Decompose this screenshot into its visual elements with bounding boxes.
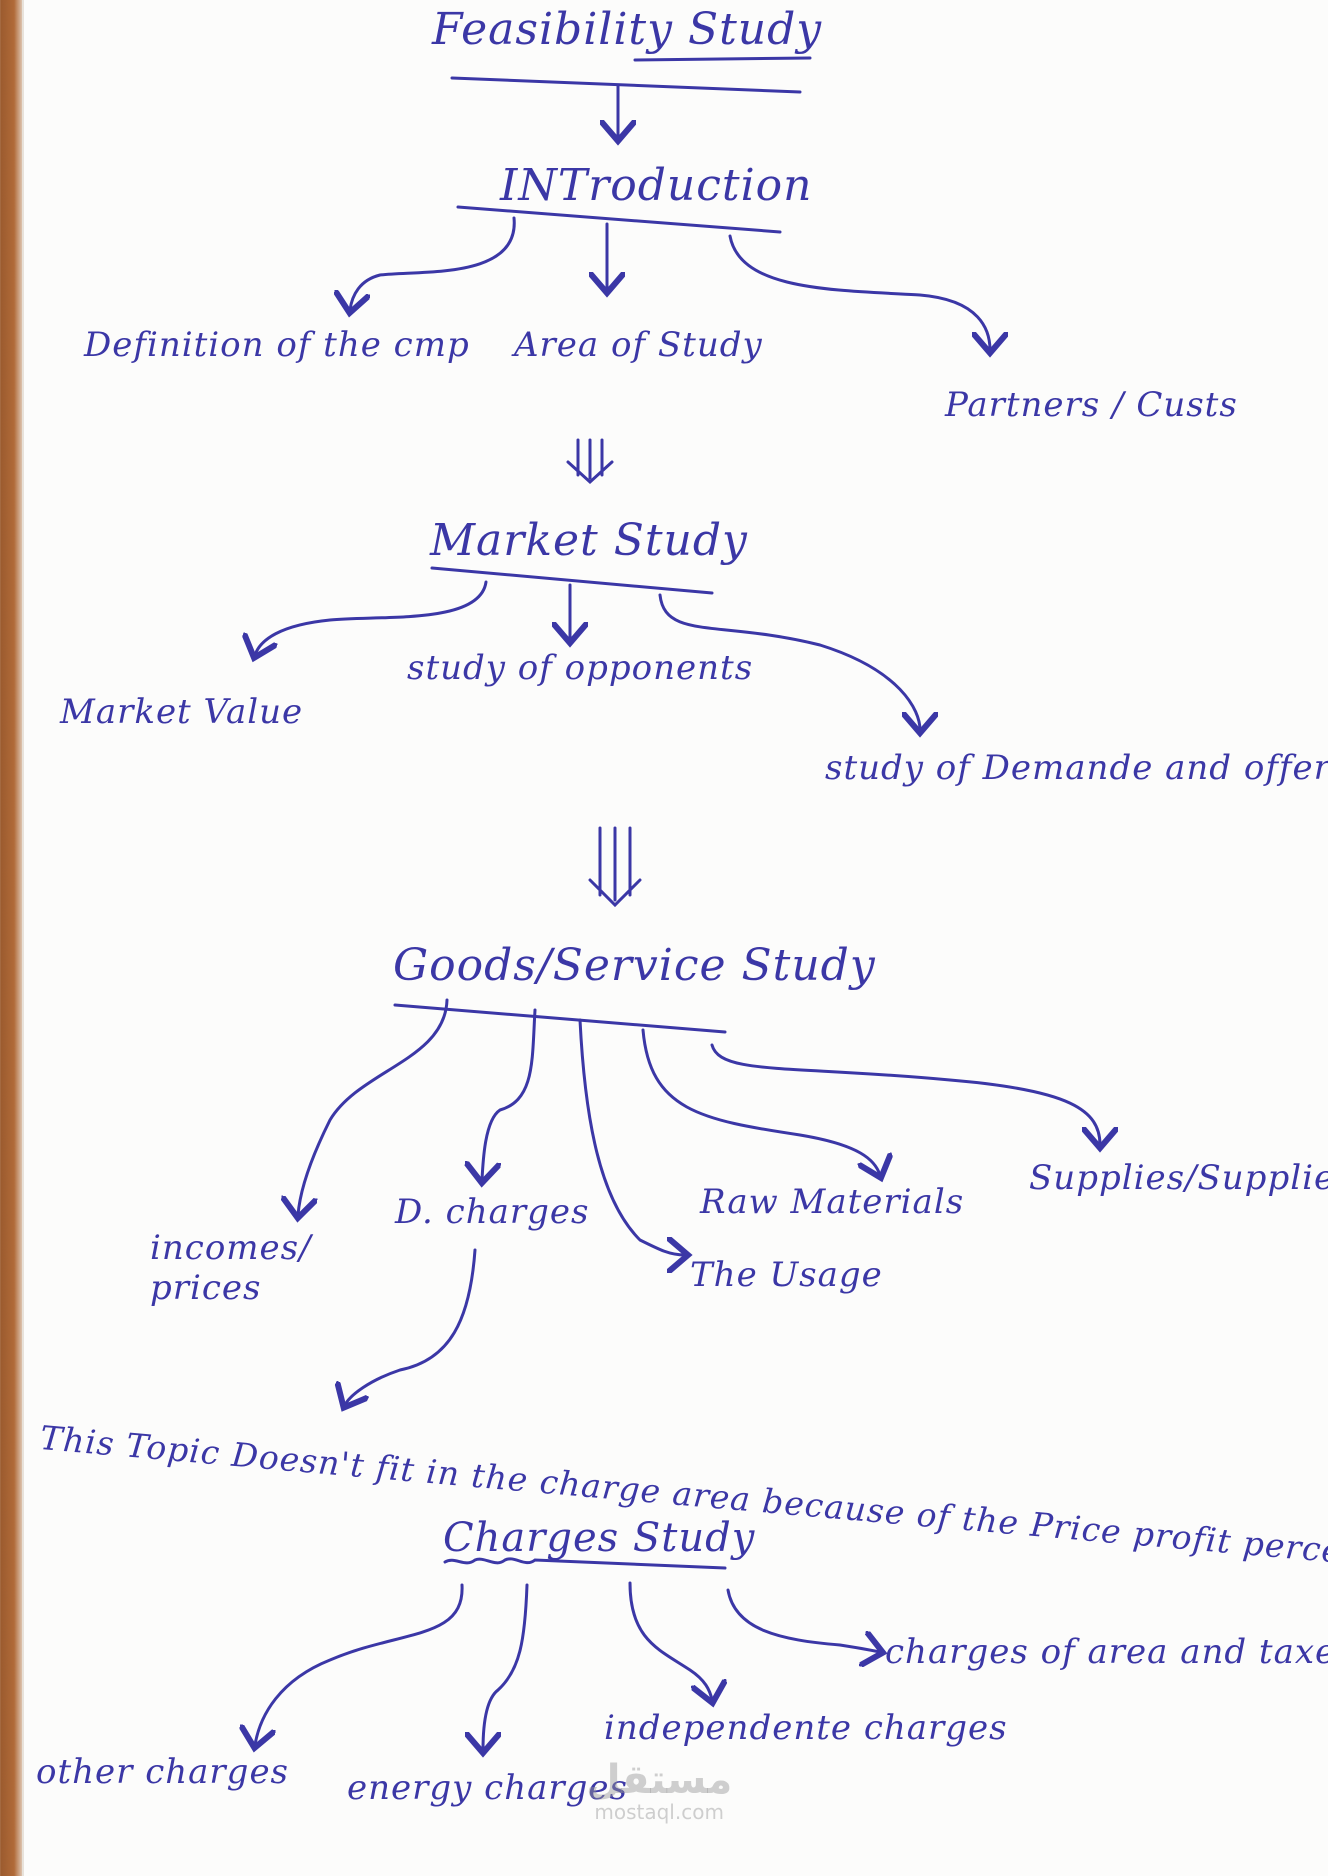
title-underline-2: [633, 56, 812, 62]
market-child-opponents: study of opponents: [407, 648, 754, 688]
goods-underline: [393, 1003, 727, 1034]
triple-arrow-1: [566, 438, 614, 485]
charges-study-node: Charges Study: [443, 1515, 756, 1561]
market-child-demand: study of Demande and offer: [825, 748, 1328, 788]
charges-child-independent: independente charges: [604, 1708, 1008, 1748]
intro-child-partners: Partners / Custs: [945, 385, 1238, 425]
intro-child-definition: Definition of the cmp: [84, 325, 470, 365]
goods-child-incomes: incomes/ prices: [150, 1228, 312, 1308]
introduction-node: INTroduction: [500, 160, 813, 211]
watermark-arabic: مستقل: [586, 1757, 733, 1803]
triple-arrow-2: [588, 826, 642, 908]
market-underline: [430, 566, 714, 595]
watermark-latin: mostaql.com: [594, 1800, 724, 1824]
charges-underline: [443, 1557, 727, 1570]
charges-child-area-taxes: charges of area and taxes: [885, 1632, 1328, 1672]
goods-child-usage: The Usage: [690, 1255, 883, 1295]
market-study-node: Market Study: [430, 515, 748, 566]
goods-service-node: Goods/Service Study: [393, 940, 876, 991]
goods-child-supplies: Supplies/Supplier: [1029, 1158, 1328, 1198]
charges-child-other: other charges: [36, 1752, 290, 1792]
intro-underline: [456, 205, 782, 234]
market-child-value: Market Value: [60, 692, 304, 732]
paper-sheet: [22, 0, 1328, 1876]
watermark: مستقل mostaql.com: [586, 1760, 732, 1824]
title-underline: [450, 76, 802, 94]
charges-child-energy: energy charges: [347, 1768, 628, 1808]
title: Feasibility Study: [432, 4, 823, 55]
goods-child-raw-materials: Raw Materials: [700, 1182, 965, 1222]
intro-child-area: Area of Study: [514, 325, 763, 365]
goods-child-dcharges: D. charges: [395, 1192, 590, 1232]
